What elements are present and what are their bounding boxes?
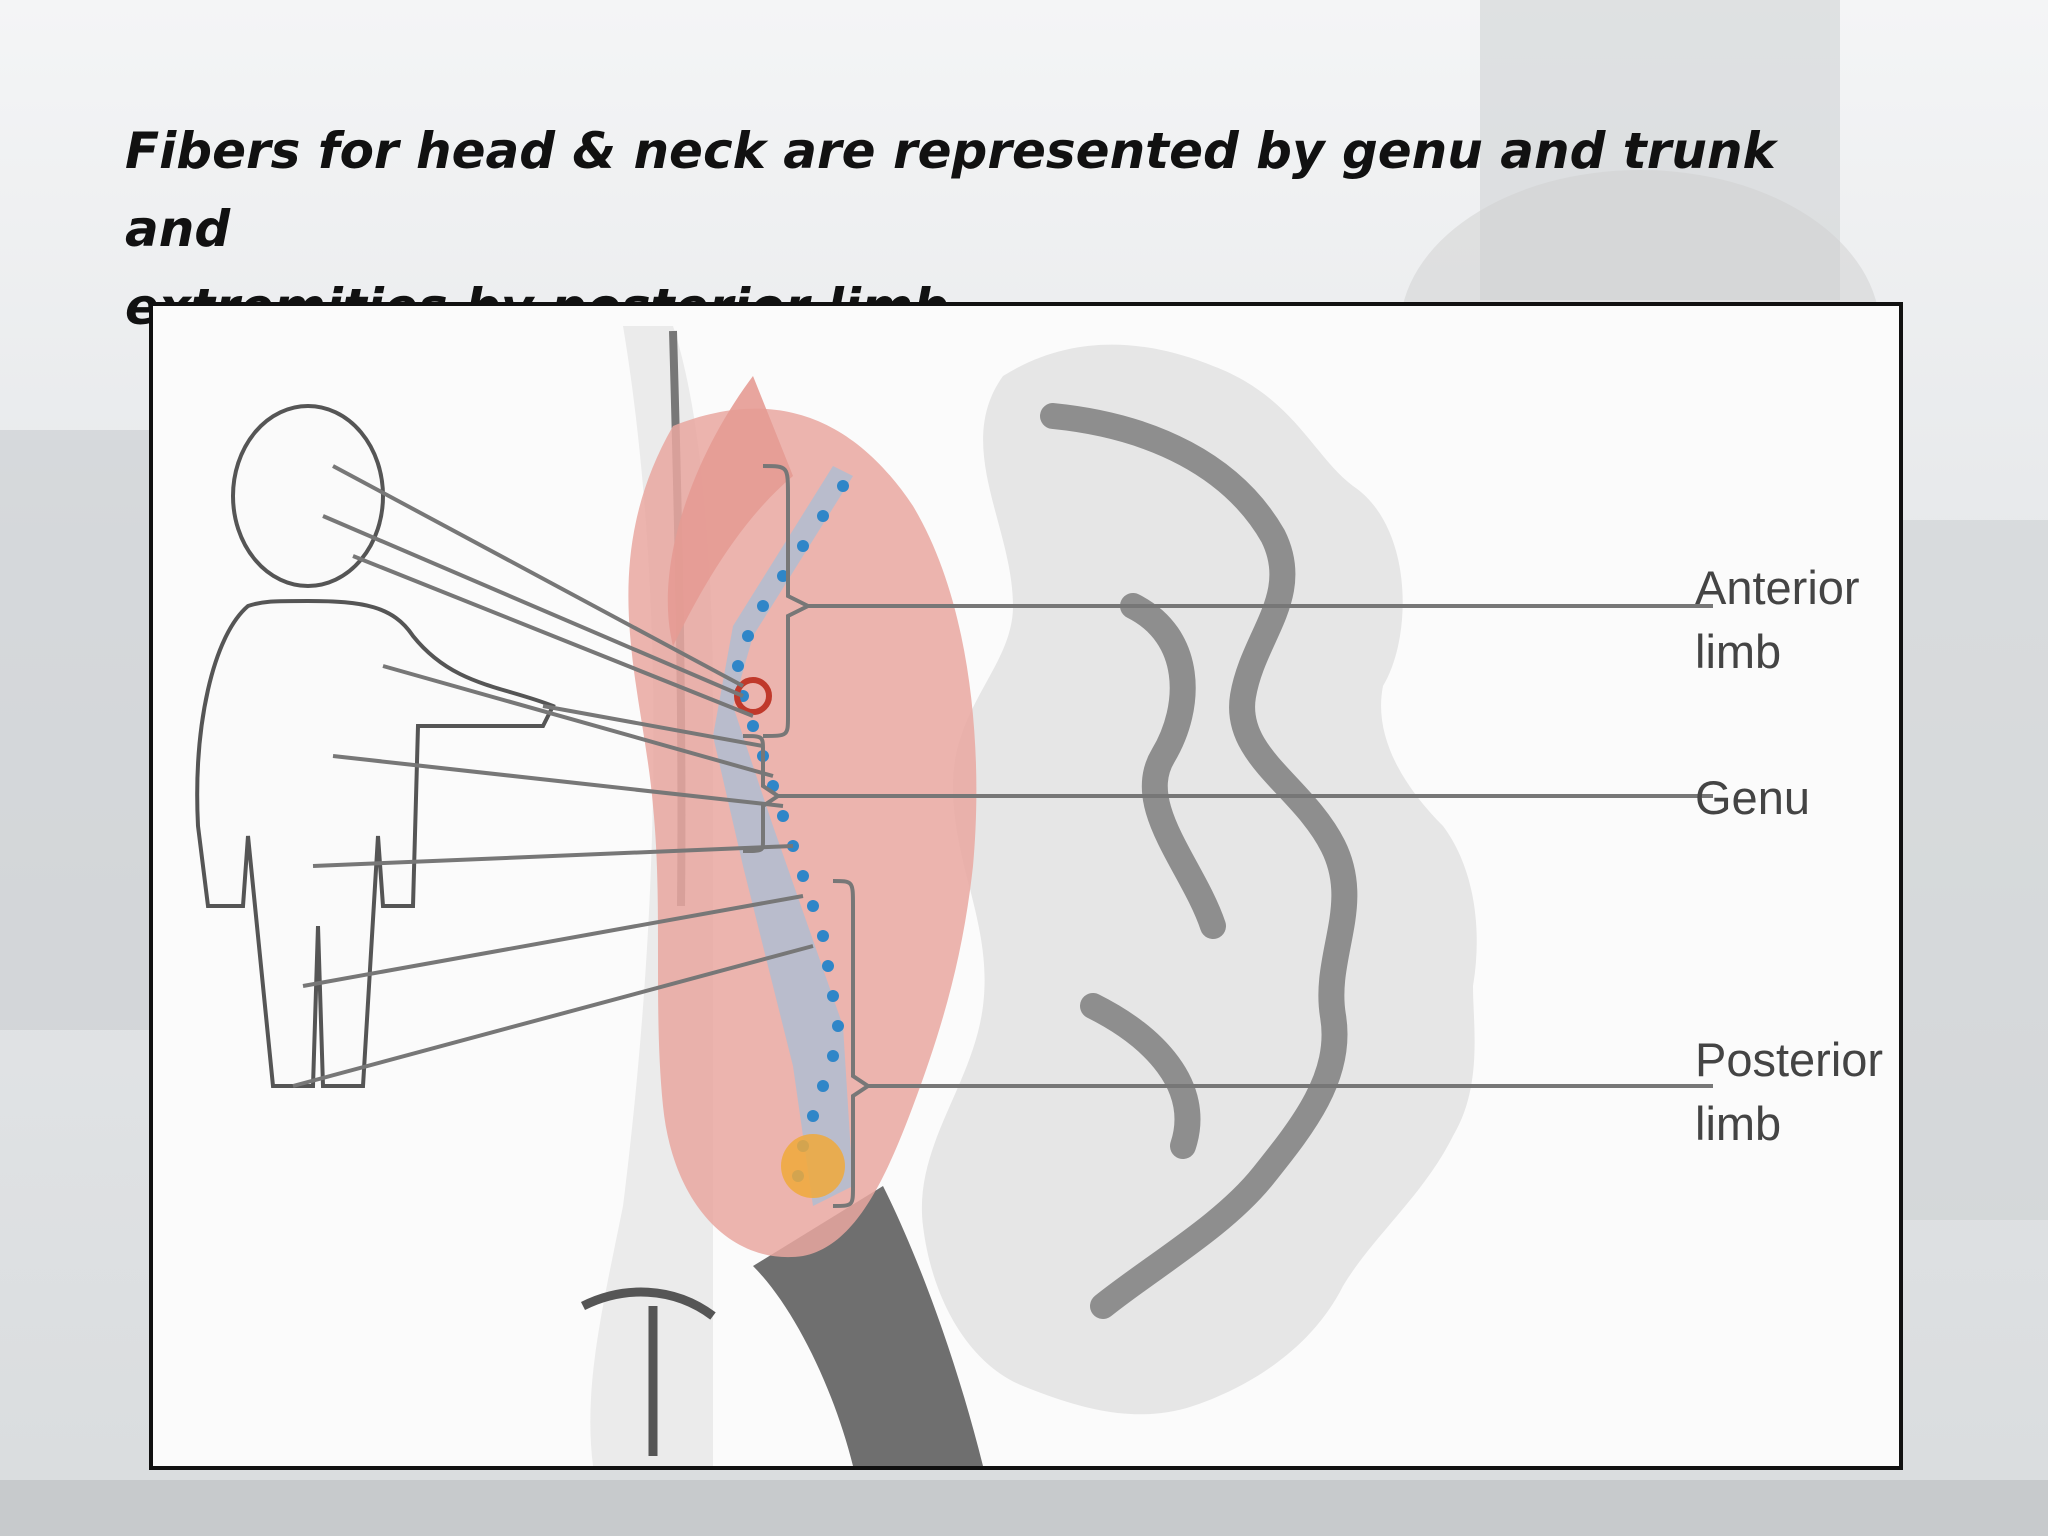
label-genu-text: Genu xyxy=(1695,771,1810,824)
genu-marker xyxy=(734,677,772,715)
label-genu: Genu xyxy=(1695,766,1810,830)
label-posterior-limb-line-2: limb xyxy=(1695,1097,1782,1150)
label-anterior-limb-line-2: limb xyxy=(1695,625,1782,678)
label-anterior-limb-line-1: Anterior xyxy=(1695,561,1860,614)
label-posterior-limb: Posterior limb xyxy=(1695,1028,1883,1156)
sacral-fibers xyxy=(781,1134,845,1198)
label-anterior-limb: Anterior limb xyxy=(1695,556,1860,684)
ventricle-dark xyxy=(753,1186,983,1466)
figure-frame: Anterior limb Genu Posterior limb xyxy=(149,302,1903,1470)
projection-lines xyxy=(292,464,814,1088)
slide-title-line-1: Fibers for head & neck are represented b… xyxy=(125,122,1776,258)
lower-midline-structure xyxy=(580,1287,716,1456)
caudate-nucleus xyxy=(667,376,793,646)
lentiform-nucleus xyxy=(628,408,977,1258)
child-figure xyxy=(195,404,556,1088)
label-posterior-limb-line-1: Posterior xyxy=(1695,1033,1884,1086)
cortex-sulci xyxy=(1040,403,1358,1319)
internal-capsule-illustration xyxy=(195,326,1713,1466)
label-leaders xyxy=(742,464,1713,1208)
